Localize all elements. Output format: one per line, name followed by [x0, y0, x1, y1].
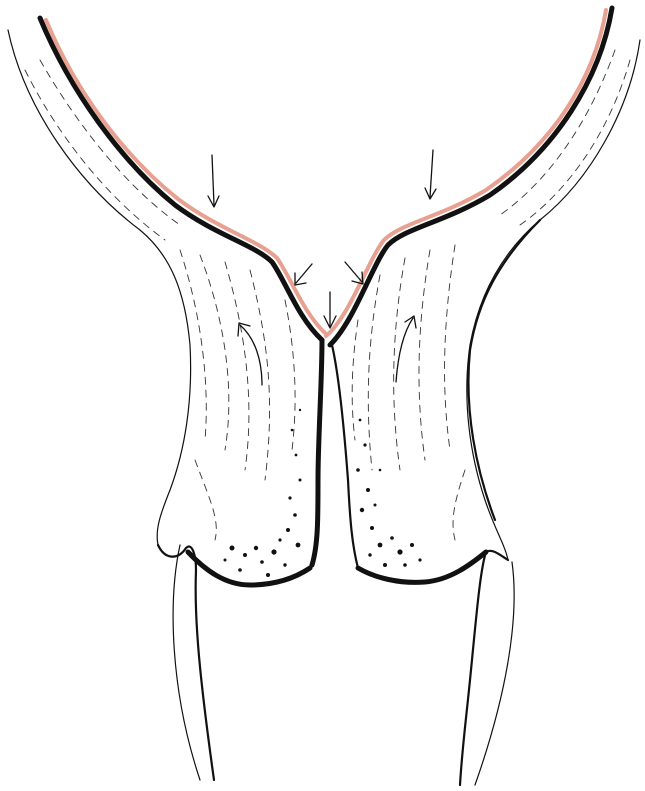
right-hatch-5	[394, 258, 405, 470]
left-hatch-8	[285, 300, 295, 450]
left-hatch-2	[25, 70, 165, 240]
right-hatch-7	[453, 470, 465, 540]
left-hatch-4	[200, 255, 229, 450]
arrow-central-left	[295, 264, 312, 285]
arrow-external-left	[208, 155, 219, 207]
left-joint-curve	[188, 552, 310, 585]
arrow-central-right	[345, 262, 363, 284]
right-hatch-3	[445, 245, 455, 450]
right-outer-contour	[467, 40, 640, 560]
right-cleft-edge	[332, 345, 358, 568]
left-hatch-1	[40, 60, 180, 225]
right-joint-curve	[358, 552, 486, 582]
right-lower-contour	[460, 551, 508, 785]
right-bone-texture	[356, 419, 421, 567]
left-lower-contour	[158, 545, 214, 780]
left-outer-contour	[8, 30, 191, 545]
left-hatch-3	[180, 250, 206, 440]
right-limb	[326, 8, 640, 785]
right-hatch-8	[352, 320, 358, 440]
arrow-external-right	[425, 150, 436, 199]
right-inner-surface	[330, 8, 612, 345]
left-bone-texture	[224, 409, 302, 577]
right-shaft-outer	[475, 562, 514, 785]
left-hatch-6	[250, 270, 270, 480]
right-hatch-4	[419, 250, 430, 460]
arrow-central-down	[324, 292, 336, 328]
left-hatch-7	[195, 460, 216, 540]
right-outer-contour-bold	[468, 220, 540, 520]
left-limb	[8, 18, 326, 780]
left-cleft-edge	[312, 340, 322, 565]
left-inner-surface	[40, 18, 322, 340]
right-hatch-6	[368, 275, 380, 470]
arrow-internal-right	[396, 316, 416, 382]
right-hatch-2	[520, 60, 630, 225]
left-hatch-5	[225, 262, 249, 470]
